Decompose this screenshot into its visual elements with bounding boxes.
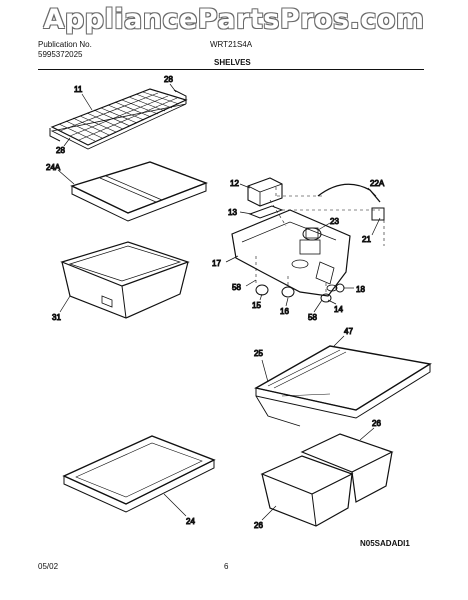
shelf-frame-25[interactable] — [255, 395, 301, 427]
callout-14: 14 — [334, 305, 343, 314]
model-number: WRT21S4A — [210, 40, 253, 49]
publication-label: Publication No. — [38, 40, 92, 49]
crisper-cover-24[interactable] — [62, 435, 216, 513]
callout-24a: 24A — [46, 163, 61, 172]
crisper-drawer-31[interactable] — [60, 241, 190, 319]
callout-26-right: 26 — [372, 419, 381, 428]
publication-number: 5995372025 — [38, 50, 83, 59]
callout-26-left: 26 — [254, 521, 263, 530]
footer-date: 05/02 — [38, 562, 59, 571]
damper-part-12[interactable] — [247, 177, 283, 207]
callout-17: 17 — [212, 259, 221, 268]
footer-page-number: 6 — [224, 562, 229, 571]
callout-13: 13 — [228, 208, 237, 217]
wire-harness-22a[interactable] — [317, 183, 385, 221]
section-title: SHELVES — [214, 58, 251, 67]
callout-58-right: 58 — [308, 313, 317, 322]
callout-21: 21 — [362, 235, 371, 244]
callout-22a: 22A — [370, 179, 385, 188]
callout-28-bottom: 28 — [56, 146, 65, 155]
callout-11: 11 — [74, 85, 83, 94]
callout-18: 18 — [356, 285, 365, 294]
callout-16: 16 — [280, 307, 289, 316]
knob-15[interactable] — [255, 284, 269, 296]
diagram-code: N05SADADI1 — [360, 539, 410, 548]
callout-12: 12 — [230, 179, 239, 188]
glass-shelf-47[interactable] — [254, 345, 432, 419]
crisper-drawer-right-26[interactable] — [300, 433, 394, 503]
callout-28-top: 28 — [164, 75, 173, 84]
shelf-support-28[interactable] — [49, 89, 187, 142]
glass-shelf-24a[interactable] — [70, 161, 208, 222]
thermostat-23[interactable] — [302, 227, 322, 241]
callout-15: 15 — [252, 301, 261, 310]
socket-14[interactable] — [320, 293, 332, 303]
callout-25: 25 — [254, 349, 263, 358]
assembly-leader-lines — [255, 186, 385, 292]
callout-23: 23 — [330, 217, 339, 226]
wire-shelf[interactable] — [50, 88, 188, 150]
callout-leaders — [57, 83, 381, 521]
callout-47: 47 — [344, 327, 353, 336]
callout-58-left: 58 — [232, 283, 241, 292]
watermark-logo: AppliancePartsPros.com — [43, 4, 425, 35]
callout-31: 31 — [52, 313, 61, 322]
header-rule — [38, 69, 424, 70]
bulb-16[interactable] — [281, 286, 295, 298]
callout-24: 24 — [186, 517, 195, 526]
